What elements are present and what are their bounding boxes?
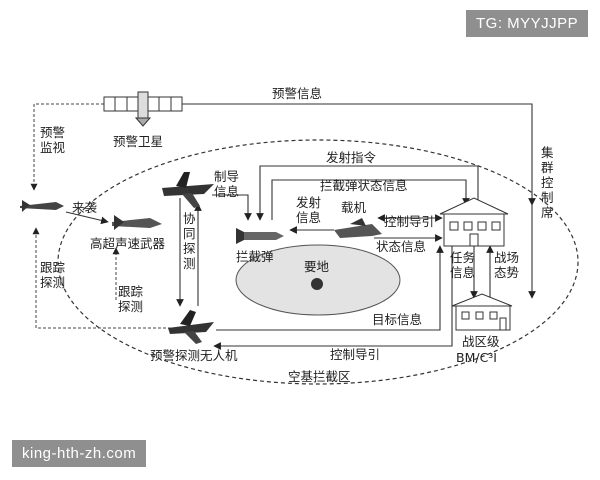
theater-building-icon <box>451 293 513 331</box>
warning-info-arrow <box>182 103 536 206</box>
control-guidance-outer-arrow <box>213 246 453 350</box>
satellite-label: 预警卫星 <box>113 134 163 149</box>
uav-label: 预警探测无人机 <box>150 348 238 363</box>
tracking-inner-label: 跟踪探测 <box>118 284 144 314</box>
uav-aircraft-icon <box>168 310 214 344</box>
status-info-label: 状态信息 <box>376 239 426 254</box>
target-info-label: 目标信息 <box>372 312 422 327</box>
guidance-aircraft-icon <box>162 172 214 208</box>
interceptor-label: 拦截弹 <box>236 249 274 264</box>
interceptor-missile-icon <box>236 228 284 244</box>
cooperative-label: 协同探测 <box>183 211 196 271</box>
hq-building-icon <box>439 197 509 247</box>
battlefield-label: 战场态势 <box>494 250 520 280</box>
warning-info-label: 预警信息 <box>272 86 322 101</box>
hypersonic-weapon-icon <box>112 215 162 230</box>
tracking-left-arrow <box>32 227 176 329</box>
control-guidance-outer-label: 控制导引 <box>330 347 380 362</box>
bottom-watermark: king-hth-zh.com <box>12 440 147 467</box>
launch-info-label: 发射信息 <box>296 195 321 225</box>
zone-label: 空基拦截区 <box>288 369 351 384</box>
top-watermark: TG: MYYJJPP <box>466 10 589 37</box>
satellite-icon <box>103 91 183 127</box>
incoming-missile-icon <box>20 200 64 212</box>
carrier-aircraft-icon <box>334 218 382 238</box>
tracking-left-label: 跟踪探测 <box>40 260 66 290</box>
task-info-label: 任务信息 <box>450 250 475 280</box>
key-area-dot <box>311 278 323 290</box>
theater-label: 战区级 <box>462 334 500 349</box>
launch-cmd-arrow <box>256 165 479 221</box>
command-post-label: 集群控制席 <box>541 145 554 220</box>
guidance-info-arrow <box>212 194 252 221</box>
guidance-info-label: 制导信息 <box>214 169 239 199</box>
interceptor-status-arrow <box>271 179 470 220</box>
key-area-label: 要地 <box>304 259 330 274</box>
control-guidance-inner-label: 控制导引 <box>384 214 434 229</box>
incoming-label: 来袭 <box>72 200 98 215</box>
target-info-arrow <box>216 245 444 331</box>
incoming-arrow <box>65 211 109 225</box>
carrier-label: 载机 <box>341 200 367 215</box>
hypersonic-label: 高超声速武器 <box>90 236 166 251</box>
bmc3i-label: BM/C³I <box>456 350 497 365</box>
warning-monitor-label: 预警监视 <box>40 125 66 155</box>
interceptor-status-label: 拦截弹状态信息 <box>320 178 408 193</box>
warning-monitor-arrow <box>30 103 104 191</box>
interception-zone-ellipse <box>57 139 579 385</box>
launch-cmd-label: 发射指令 <box>326 150 377 165</box>
